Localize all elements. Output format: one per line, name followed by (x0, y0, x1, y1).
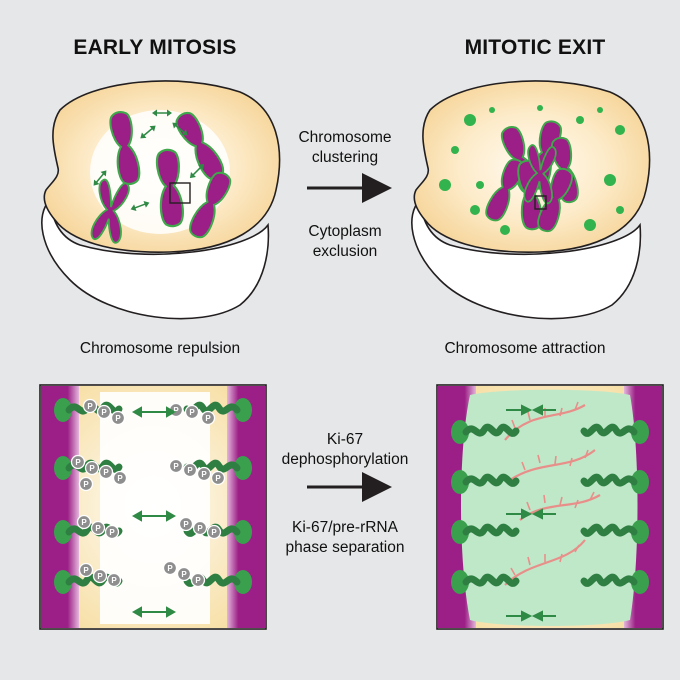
phospho-label: P (211, 528, 217, 537)
phospho-label: P (189, 408, 195, 417)
phospho-label: P (87, 402, 93, 411)
top-middle-line-2: clustering (311, 149, 379, 166)
phospho-label: P (89, 464, 95, 473)
condensate-droplets (439, 105, 625, 235)
bottom-middle-line-1: Ki-67 (326, 431, 364, 448)
phospho-label: P (115, 414, 121, 423)
attraction-zoom-panel (436, 384, 664, 630)
phospho-label: P (195, 576, 201, 585)
phospho-label: P (215, 474, 221, 483)
chromosome-repulsion-caption: Chromosome repulsion (79, 340, 241, 357)
repulsion-zoom-panel: P P P P P P P P P P P P P P P P P P P P … (39, 384, 267, 630)
top-middle-line-4: exclusion (312, 243, 378, 260)
zoom-box (169, 182, 191, 204)
phospho-label: P (201, 470, 207, 479)
chromosome-attraction-caption: Chromosome attraction (444, 340, 606, 357)
attraction-arrows (506, 404, 556, 622)
top-middle-line-1: Chromosome (298, 129, 392, 146)
phospho-label: P (173, 406, 179, 415)
phospho-label: P (181, 570, 187, 579)
phospho-label: P (95, 524, 101, 533)
early-mitosis-title: EARLY MITOSIS (73, 36, 237, 59)
bottom-middle-line-2: dephosphorylation (281, 451, 409, 468)
phospho-label: P (173, 462, 179, 471)
phospho-labels: P P P P P P P P P P P P P P P P P P P P … (75, 402, 221, 585)
pre-rrna-bristles (510, 401, 595, 576)
top-middle-line-3: Cytoplasm (308, 223, 382, 240)
phospho-label: P (75, 458, 81, 467)
phospho-label: P (83, 566, 89, 575)
bottom-middle-line-3: Ki-67/pre-rRNA (292, 519, 398, 536)
phospho-label: P (197, 524, 203, 533)
phospho-label: P (183, 520, 189, 529)
phospho-label: P (167, 564, 173, 573)
repulsion-arrows (131, 406, 177, 618)
phospho-label: P (205, 414, 211, 423)
phospho-label: P (101, 408, 107, 417)
mitotic-exit-title: MITOTIC EXIT (464, 36, 606, 59)
phospho-label: P (81, 518, 87, 527)
mitotic-exit-cell (411, 80, 651, 320)
phospho-label: P (109, 528, 115, 537)
phospho-label: P (187, 466, 193, 475)
phospho-label: P (103, 468, 109, 477)
early-mitosis-cell (41, 80, 281, 320)
phospho-label: P (111, 576, 117, 585)
zoom-box (534, 195, 547, 210)
bottom-middle-line-4: phase separation (285, 539, 405, 556)
phospho-label: P (83, 480, 89, 489)
phospho-label: P (97, 572, 103, 581)
phospho-label: P (117, 474, 123, 483)
